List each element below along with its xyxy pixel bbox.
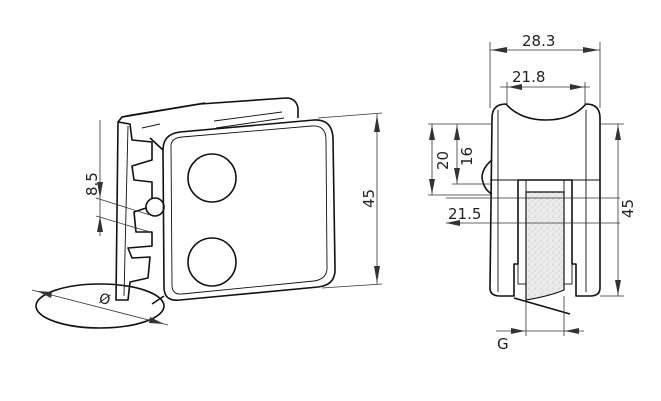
diameter-line <box>31 289 169 326</box>
clamp-side-inner <box>123 123 161 297</box>
dim-g-label: G <box>497 335 509 353</box>
dim-g-arrow-left <box>511 328 525 334</box>
dim-45-label: 45 <box>360 189 378 208</box>
dim-20-arrow-top <box>429 125 435 140</box>
dim-45-sec-arrow-top <box>615 125 621 140</box>
dim-g-arrow-right <box>565 328 579 334</box>
clamp-side-profile <box>115 121 153 301</box>
dim-8-5-ext-bottom <box>95 215 151 233</box>
dim-45-sec-label: 45 <box>619 199 637 218</box>
section-body-left-wall <box>490 110 518 292</box>
glass-clamp-left-jaw <box>517 179 527 285</box>
diameter-arrow-left <box>37 291 52 298</box>
clamp-back-outline <box>117 97 299 123</box>
dim-21-5-label: 21.5 <box>448 205 481 223</box>
dim-45-arrow-bottom <box>374 266 380 283</box>
front-plate <box>162 119 336 302</box>
clamp-top-edge <box>121 102 206 118</box>
glass-clamp-right-jaw <box>563 179 573 285</box>
dim-21-8-label: 21.8 <box>512 68 545 86</box>
perspective-view: 45 8.5 Ø <box>31 97 383 329</box>
diameter-arrow-right <box>149 317 164 324</box>
front-hole-top <box>187 153 237 203</box>
dim-16-arrow-top <box>454 125 460 140</box>
section-saddle-curve <box>481 159 493 195</box>
diameter-ellipse <box>35 283 165 329</box>
dim-8-5-label: 8.5 <box>83 172 101 196</box>
dim-8-5-arrow-bottom <box>97 216 103 232</box>
dim-20-label: 20 <box>434 151 452 170</box>
dim-28-3-arrow-right <box>583 47 599 53</box>
section-body-outline <box>489 103 601 297</box>
section-view: 28.3 21.8 20 16 21.5 45 <box>428 32 637 353</box>
dim-21-8-arrow-right <box>570 84 584 90</box>
clamp-top-slot <box>213 111 285 129</box>
section-body-right-wall <box>572 110 600 292</box>
dim-21-5-arrow-left <box>446 220 460 226</box>
dim-45-ext-top <box>317 112 383 119</box>
dim-8-5-ext-top <box>95 197 151 216</box>
dim-16-label: 16 <box>458 147 476 166</box>
dim-20-arrow-bottom <box>429 179 435 194</box>
front-plate-inner-edge <box>170 125 328 295</box>
diameter-symbol: Ø <box>97 291 112 309</box>
dim-16-arrow-bottom <box>454 168 460 183</box>
front-hole-bottom <box>187 237 237 287</box>
dim-45-ext-bottom <box>321 283 383 289</box>
glass-panel <box>525 191 565 301</box>
glass-panel-edge <box>513 297 571 315</box>
dim-45-sec-arrow-bottom <box>615 280 621 295</box>
dim-45-arrow-top <box>374 115 380 132</box>
dim-28-3-arrow-left <box>491 47 507 53</box>
side-hole-ring <box>145 197 165 217</box>
front-plate-depth-edge <box>149 137 165 305</box>
dim-28-3-label: 28.3 <box>522 32 555 50</box>
dim-21-8-arrow-left <box>508 84 522 90</box>
dim-8-5-arrow-top <box>97 182 103 198</box>
